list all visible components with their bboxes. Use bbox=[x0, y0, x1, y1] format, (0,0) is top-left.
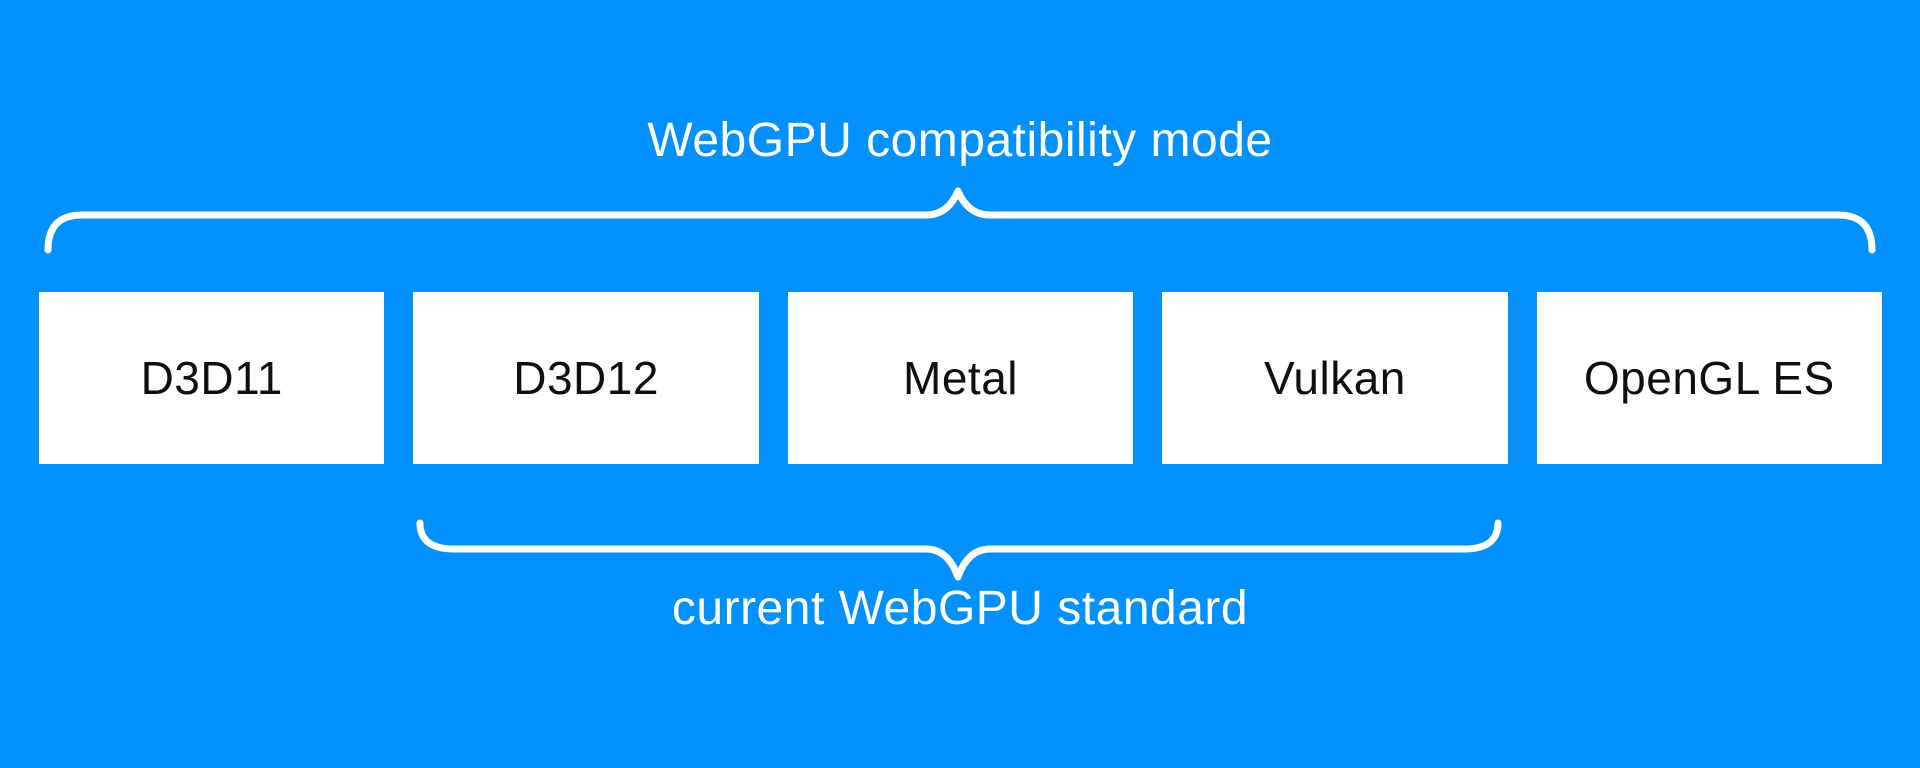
platform-box-label: OpenGL ES bbox=[1583, 352, 1835, 404]
platform-box-label: Vulkan bbox=[1263, 352, 1406, 404]
bottom-brace-label: current WebGPU standard bbox=[671, 582, 1249, 635]
platform-box-opengl-es: OpenGL ES bbox=[1536, 292, 1883, 464]
top-brace bbox=[44, 187, 1876, 254]
platform-box-metal: Metal bbox=[787, 292, 1134, 464]
platform-boxes-row: D3D11 D3D12 Metal Vulkan OpenGL ES bbox=[39, 292, 1883, 464]
platform-box-label: D3D12 bbox=[513, 352, 659, 404]
top-brace-label: WebGPU compatibility mode bbox=[647, 114, 1273, 167]
platform-box-vulkan: Vulkan bbox=[1162, 292, 1508, 464]
platform-box-d3d12: D3D12 bbox=[413, 292, 759, 464]
platform-box-label: Metal bbox=[903, 352, 1018, 404]
top-brace-path bbox=[44, 187, 1876, 254]
bottom-brace bbox=[416, 519, 1502, 581]
platform-box-label: D3D11 bbox=[140, 352, 283, 404]
bottom-brace-path bbox=[416, 519, 1502, 581]
platform-box-d3d11: D3D11 bbox=[39, 292, 385, 464]
